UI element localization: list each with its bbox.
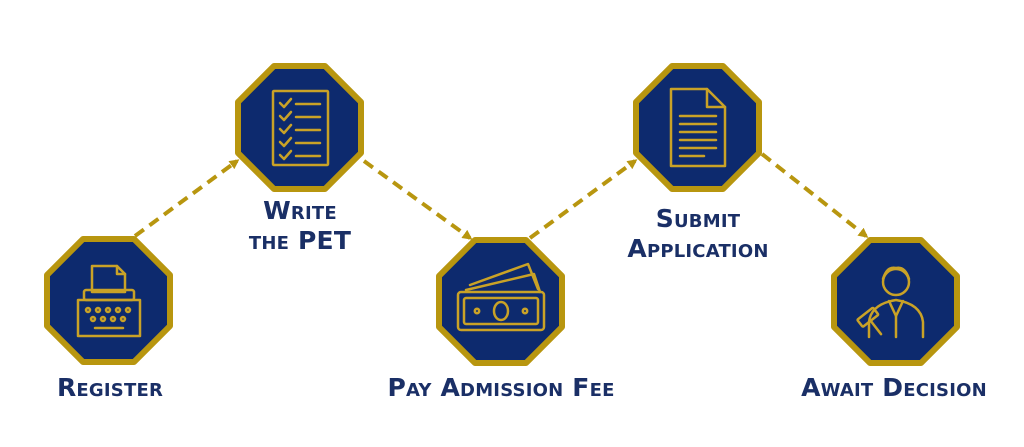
step-pay-fee: [436, 237, 565, 366]
connectors: [133, 152, 869, 240]
step-await-decision: [831, 237, 960, 366]
connector-submit-to-await: [760, 152, 869, 238]
step-write-pet: [235, 63, 364, 192]
connector-write-to-pay: [362, 159, 473, 240]
step-label-submit-application-line-2: Application: [627, 234, 769, 263]
step-label-register: Register: [10, 373, 210, 403]
money-icon: [456, 262, 546, 332]
step-write-pet-octagon: [235, 63, 364, 192]
step-label-await-decision: Await Decision: [774, 373, 1014, 403]
step-label-write-pet: Write the PET: [210, 196, 390, 256]
step-submit-application: [633, 63, 762, 192]
step-label-submit-application: Submit Application: [590, 204, 806, 264]
connector-pay-to-submit: [528, 159, 638, 240]
typewriter-icon: [76, 264, 142, 338]
step-label-await-decision-line-1: Await Decision: [801, 373, 987, 402]
checklist-icon: [271, 89, 330, 167]
step-label-pay-fee-line-1: Pay Admission Fee: [387, 373, 615, 402]
judge-icon: [856, 266, 925, 339]
step-label-register-line-1: Register: [56, 373, 164, 402]
connector-register-to-write: [133, 159, 240, 238]
step-label-submit-application-line-1: Submit: [655, 204, 741, 233]
step-label-write-pet-line-2: the PET: [248, 226, 352, 255]
step-label-write-pet-line-1: Write: [263, 196, 337, 225]
step-register: [44, 236, 173, 365]
step-await-decision-octagon: [831, 237, 960, 366]
step-submit-application-octagon: [633, 63, 762, 192]
document-icon: [669, 87, 727, 168]
step-label-pay-fee: Pay Admission Fee: [360, 373, 642, 403]
